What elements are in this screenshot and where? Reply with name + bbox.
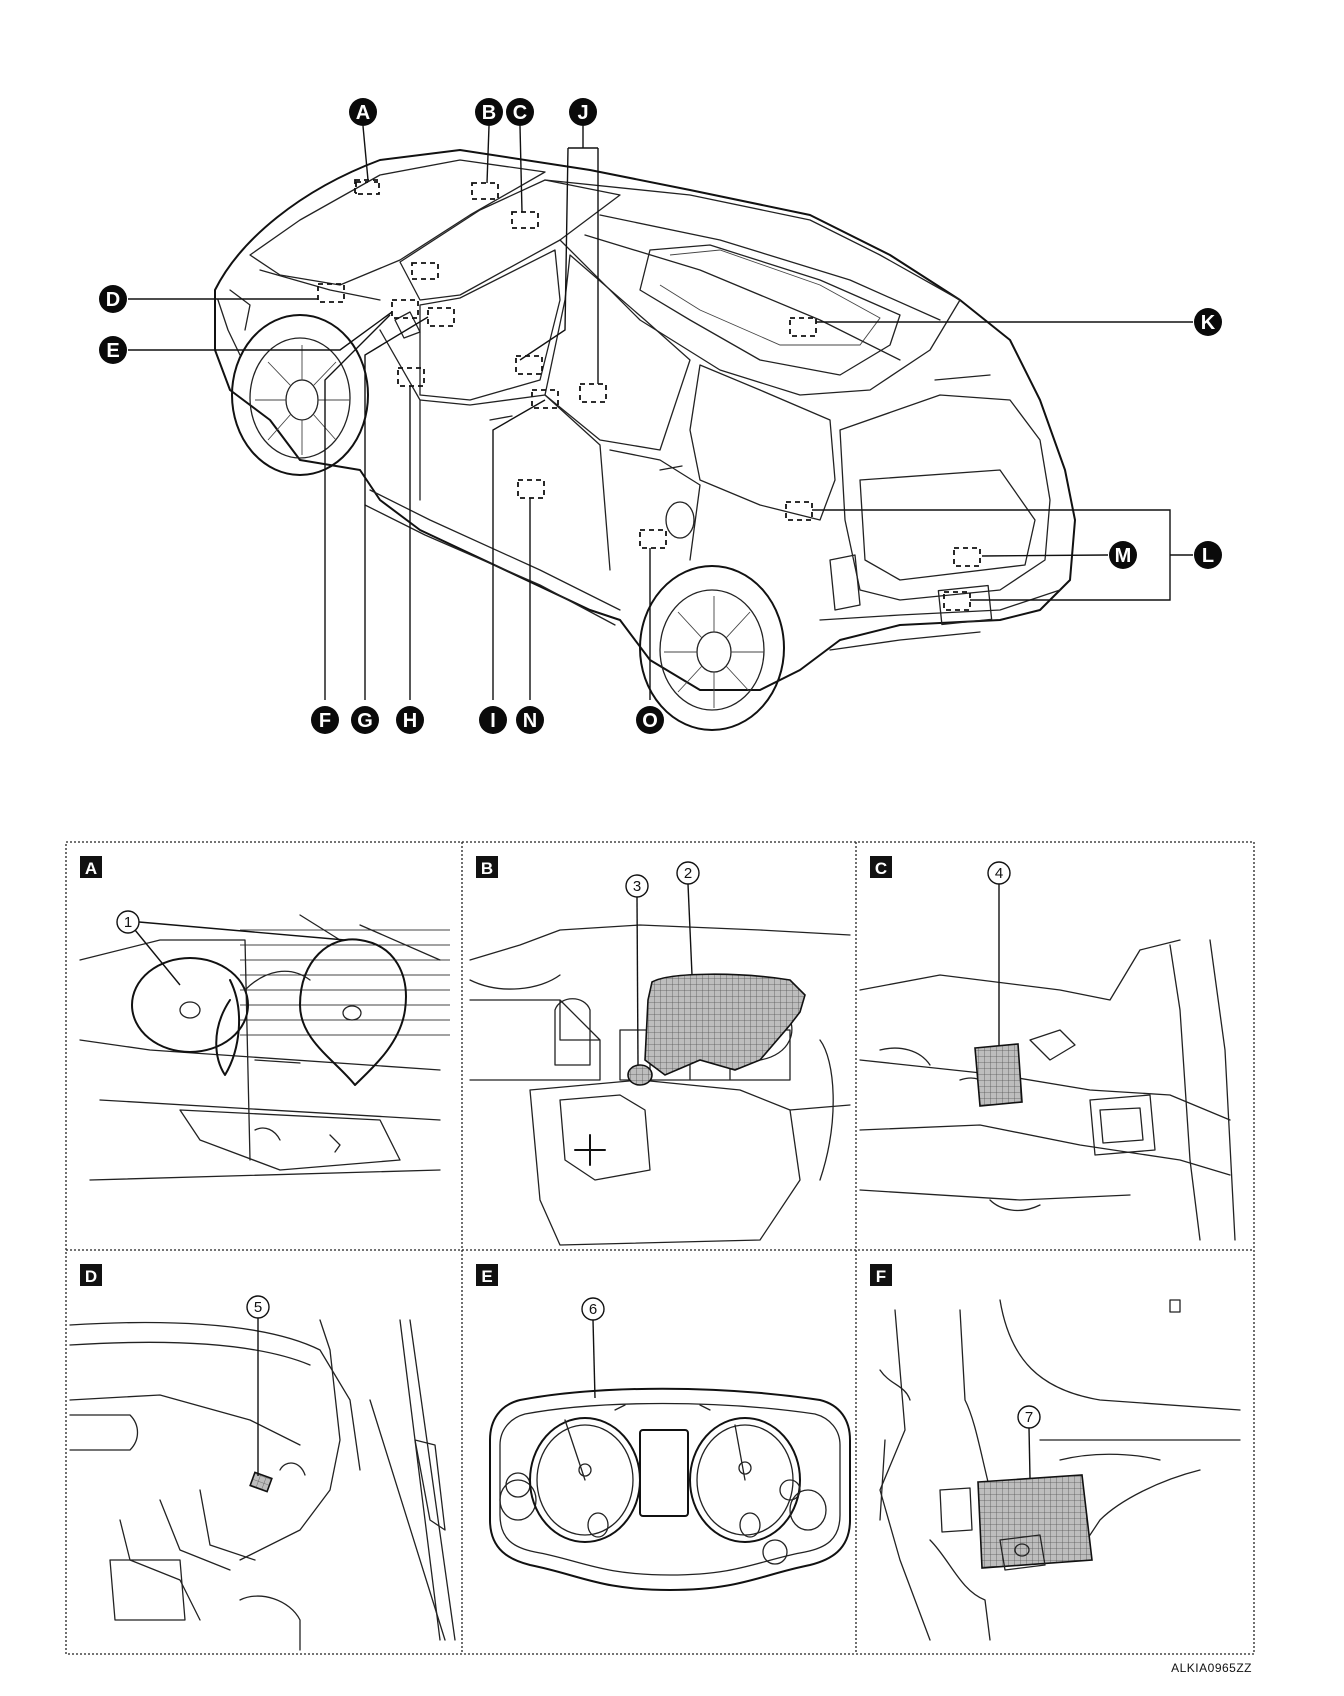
ipdm-er-hatched — [644, 973, 806, 1076]
connector-hatched — [249, 1471, 273, 1493]
part-number-3: 3 — [625, 874, 649, 1066]
mark-n — [517, 479, 545, 499]
mark-l2 — [943, 591, 971, 611]
svg-text:M: M — [1115, 545, 1132, 567]
part-number-6: 6 — [581, 1297, 605, 1399]
mark-j1 — [515, 355, 543, 375]
mark-e — [391, 299, 419, 319]
callout-b: B — [475, 98, 503, 126]
combination-meter — [489, 1387, 851, 1591]
vehicle-overview — [214, 149, 1076, 731]
callout-a: A — [349, 98, 377, 126]
svg-text:K: K — [1201, 312, 1216, 334]
svg-text:B: B — [481, 859, 493, 878]
mark-h — [397, 367, 425, 387]
callout-badges: A B C J D E K M L F G H I N O — [99, 98, 1222, 734]
callout-j: J — [569, 98, 597, 126]
panel-c: C 4 — [859, 856, 1236, 1241]
svg-text:B: B — [482, 102, 496, 124]
callout-e: E — [99, 336, 127, 364]
callout-o: O — [636, 706, 664, 734]
svg-text:1: 1 — [124, 914, 132, 931]
panel-e: E — [476, 1264, 851, 1591]
callout-n: N — [516, 706, 544, 734]
control-unit-hatched — [974, 1043, 1023, 1107]
svg-text:2: 2 — [684, 865, 692, 882]
svg-text:C: C — [875, 859, 887, 878]
control-module-hatched — [977, 1474, 1093, 1571]
mark-b — [471, 182, 499, 200]
svg-text:J: J — [577, 102, 588, 124]
svg-text:H: H — [403, 710, 417, 732]
mark-c — [511, 211, 539, 229]
svg-text:A: A — [85, 859, 97, 878]
horn-left — [131, 957, 249, 1076]
svg-text:G: G — [357, 710, 373, 732]
mark-g — [427, 307, 455, 327]
detail-panels: A 1 B — [65, 841, 1255, 1655]
callout-d: D — [99, 285, 127, 313]
mark-j2 — [579, 383, 607, 403]
panel-a: A 1 — [79, 856, 450, 1181]
callout-f: F — [311, 706, 339, 734]
callout-m: M — [1109, 541, 1137, 569]
callout-i: I — [479, 706, 507, 734]
mark-i — [531, 389, 559, 409]
callout-g: G — [351, 706, 379, 734]
svg-text:7: 7 — [1025, 1409, 1033, 1426]
part-number-2: 2 — [676, 861, 700, 976]
mark-o — [639, 529, 667, 549]
panel-f: F 7 — [870, 1264, 1241, 1641]
callout-l: L — [1194, 541, 1222, 569]
horn-right — [299, 938, 407, 1086]
svg-text:E: E — [481, 1267, 492, 1286]
part-number-7: 7 — [1017, 1405, 1041, 1479]
svg-text:O: O — [642, 710, 658, 732]
svg-text:3: 3 — [633, 878, 641, 895]
svg-text:5: 5 — [254, 1299, 262, 1316]
svg-text:4: 4 — [995, 865, 1003, 882]
drawing-code: ALKIA0965ZZ — [1171, 1661, 1252, 1675]
callout-h: H — [396, 706, 424, 734]
svg-text:I: I — [490, 710, 496, 732]
mark-l — [785, 501, 813, 521]
location-marks — [317, 179, 981, 611]
svg-text:N: N — [523, 710, 537, 732]
svg-text:D: D — [85, 1267, 97, 1286]
svg-text:L: L — [1202, 545, 1214, 567]
small-relay-hatched — [627, 1064, 653, 1086]
mark-m — [953, 547, 981, 567]
svg-text:F: F — [319, 710, 331, 732]
svg-text:C: C — [513, 102, 527, 124]
leader-lines — [128, 125, 1193, 700]
mark-k — [789, 317, 817, 337]
svg-text:D: D — [106, 289, 120, 311]
svg-text:6: 6 — [589, 1301, 597, 1318]
part-number-1: 1 — [116, 910, 346, 986]
panel-d: D 5 — [69, 1264, 456, 1651]
part-number-4: 4 — [987, 861, 1011, 1046]
svg-text:A: A — [356, 102, 370, 124]
mark-d1 — [411, 262, 439, 280]
panel-b: B 3 2 — [469, 856, 851, 1246]
mark-a — [354, 179, 380, 195]
callout-k: K — [1194, 308, 1222, 336]
svg-text:E: E — [106, 340, 119, 362]
svg-text:F: F — [876, 1267, 886, 1286]
part-number-5: 5 — [246, 1295, 270, 1476]
callout-c: C — [506, 98, 534, 126]
mark-d — [317, 283, 345, 303]
